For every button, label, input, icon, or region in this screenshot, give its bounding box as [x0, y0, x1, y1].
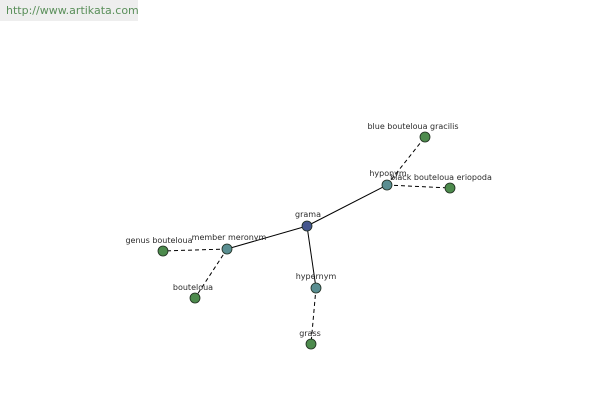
edge-grama-to-hyponym	[306, 184, 388, 227]
label-genus-bouteloua: genus bouteloua	[125, 236, 192, 245]
label-grama: grama	[295, 210, 321, 219]
label-blue-bouteloua-gracilis: blue bouteloua gracilis	[367, 122, 458, 131]
nodes-layer	[157, 131, 456, 350]
edge-hyponym-to-blue-bouteloua-gracilis	[386, 136, 426, 186]
node-grama[interactable]	[301, 220, 313, 232]
labels-layer: grama hyponym member meronym hypernym blue b…	[125, 122, 492, 338]
edge-member-meronym-to-bouteloua	[194, 248, 228, 299]
label-grass: grass	[299, 329, 321, 338]
node-member-meronym[interactable]	[221, 243, 233, 255]
label-member-meronym: member meronym	[192, 233, 267, 242]
label-black-bouteloua-eriopoda: black bouteloua eriopoda	[390, 173, 492, 182]
node-blue-bouteloua-gracilis[interactable]	[419, 131, 431, 143]
label-hypernym: hypernym	[296, 272, 337, 281]
edge-hyponym-to-black-bouteloua-eriopoda	[386, 184, 451, 189]
edges-layer	[162, 136, 451, 345]
node-genus-bouteloua[interactable]	[157, 245, 169, 257]
node-bouteloua[interactable]	[189, 292, 201, 304]
node-black-bouteloua-eriopoda[interactable]	[444, 182, 456, 194]
node-hyponym[interactable]	[381, 179, 393, 191]
edge-member-meronym-to-genus-bouteloua	[162, 248, 228, 252]
edge-hypernym-to-grass	[310, 287, 317, 345]
site-url-link[interactable]: http://www.artikata.com	[0, 0, 139, 21]
node-grass[interactable]	[305, 338, 317, 350]
node-hypernym[interactable]	[310, 282, 322, 294]
label-hyponym: hyponym	[369, 169, 407, 178]
edge-grama-to-hypernym	[306, 225, 317, 289]
label-bouteloua: bouteloua	[173, 283, 213, 292]
edge-grama-to-member-meronym	[226, 225, 308, 250]
